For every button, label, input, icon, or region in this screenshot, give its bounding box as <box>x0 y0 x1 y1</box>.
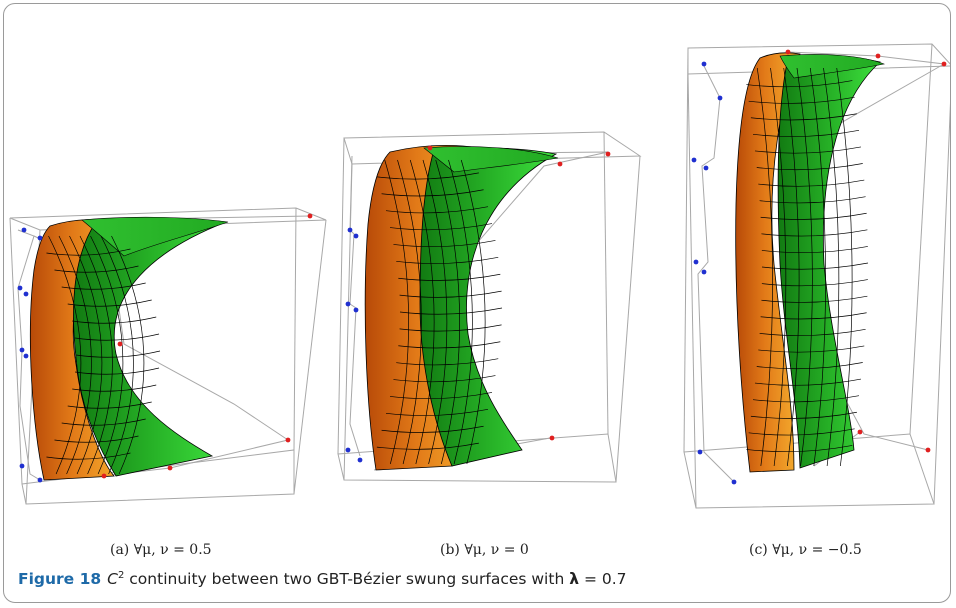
mesh-row-line <box>756 163 863 171</box>
mesh-col-line <box>48 235 82 475</box>
mesh-row-line <box>760 212 867 220</box>
mesh-col-line <box>90 235 124 475</box>
caption-lambda: λ <box>569 570 580 589</box>
mesh-col-line <box>409 159 435 465</box>
mesh-col-line <box>58 235 92 475</box>
mesh-row-line <box>761 246 868 254</box>
mesh-row-line <box>72 316 157 324</box>
mesh-row-line <box>399 290 502 298</box>
mesh-a <box>46 235 161 475</box>
mesh-row-line <box>72 384 157 392</box>
mesh-row-line <box>393 240 496 248</box>
mesh-row-line <box>54 265 139 273</box>
mesh-row-line <box>67 401 152 409</box>
control-points-b <box>345 145 611 463</box>
mesh-row-line <box>74 333 160 341</box>
caption-c-symbol: C <box>107 570 118 589</box>
mesh-row-line <box>398 341 501 349</box>
mesh-row-line <box>754 378 862 386</box>
mesh-col-line <box>836 67 853 467</box>
mesh-row-line <box>398 273 501 281</box>
mesh-row-line <box>758 345 865 353</box>
mesh-col-line <box>111 235 145 475</box>
subfigure-b <box>337 131 642 483</box>
mesh-row-line <box>385 408 489 416</box>
mesh-col-line <box>435 159 460 465</box>
mesh-row-line <box>750 411 857 419</box>
caption-tail: = 0.7 <box>579 570 627 589</box>
control-points-c <box>691 49 947 485</box>
mesh-row-line <box>752 129 860 137</box>
mesh-row-line <box>754 146 862 154</box>
mesh-row-line <box>761 262 869 270</box>
mesh-row-line <box>46 452 131 460</box>
mesh-col-line <box>823 67 840 467</box>
mesh-row-line <box>74 367 160 375</box>
surface-green-b <box>419 146 559 467</box>
mesh-row-line <box>46 248 131 256</box>
mesh-row-line <box>376 442 479 450</box>
mesh-row-line <box>748 428 855 436</box>
surface-green-c <box>777 54 886 469</box>
mesh-col-line <box>79 235 113 475</box>
mesh-col-line <box>384 159 409 465</box>
mesh-row-line <box>61 282 146 290</box>
mesh-col-line <box>448 159 473 465</box>
mesh-col-line <box>770 67 787 467</box>
mesh-row-line <box>376 172 479 180</box>
mesh-row-line <box>67 299 152 307</box>
mesh-row-line <box>761 229 868 237</box>
mesh-col-line <box>809 67 826 467</box>
caption-superscript: 2 <box>117 570 125 581</box>
mesh-col-line <box>397 159 422 465</box>
mesh-row-line <box>75 350 161 358</box>
mesh-col-line <box>783 67 800 467</box>
figure-caption: Figure 18 C2 continuity between two GBT-B… <box>18 570 627 588</box>
mesh-b <box>376 159 503 465</box>
mesh-row-line <box>385 206 489 214</box>
mesh-row-line <box>381 425 484 433</box>
figure-canvas <box>9 43 950 509</box>
subfigure-c <box>683 43 950 509</box>
mesh-c <box>746 67 869 467</box>
mesh-col-line <box>69 235 103 475</box>
mesh-row-line <box>399 307 503 315</box>
figure-frame: (a) ∀μ, ν = 0.5 (b) ∀μ, ν = 0 (c) ∀μ, ν … <box>3 3 951 603</box>
subcaption-b: (b) ∀μ, ν = 0 <box>440 542 529 558</box>
mesh-row-line <box>399 324 502 332</box>
caption-text: continuity between two GBT-Bézier swung … <box>124 570 570 589</box>
subcaption-c: (c) ∀μ, ν = −0.5 <box>749 542 862 558</box>
surface-green-a <box>73 216 229 477</box>
mesh-row-line <box>393 375 496 383</box>
mesh-row-line <box>389 392 493 400</box>
mesh-row-line <box>396 256 499 264</box>
mesh-row-line <box>54 435 139 443</box>
mesh-row-line <box>746 445 853 453</box>
control-points-a <box>17 213 313 483</box>
mesh-col-line <box>422 159 448 465</box>
mesh-col-line <box>756 67 773 467</box>
subfigure-a <box>9 207 327 505</box>
mesh-row-line <box>759 328 866 336</box>
subcaption-a: (a) ∀μ, ν = 0.5 <box>110 542 212 558</box>
mesh-row-line <box>761 279 868 287</box>
mesh-col-line <box>460 159 486 465</box>
mesh-col-line <box>796 67 813 467</box>
figure-label: Figure 18 <box>18 570 102 589</box>
mesh-col-line <box>100 235 134 475</box>
